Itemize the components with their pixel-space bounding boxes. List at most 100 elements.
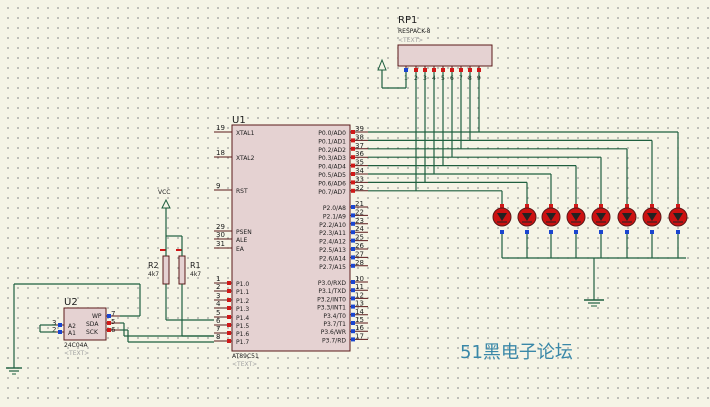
- r1-body: [178, 255, 186, 285]
- rp1-pin-marker: [441, 68, 445, 72]
- u1-pin-marker: [351, 296, 355, 301]
- u1-pin-num-28: 28: [355, 259, 364, 267]
- rp1-pin-marker: [450, 68, 454, 72]
- u1-pin-marker: [227, 298, 231, 302]
- led-pin-cathode: [599, 230, 603, 234]
- u1-pin-name-36: P0.3/AD3: [318, 155, 346, 162]
- u1-pin-num-5: 5: [216, 309, 220, 317]
- vcc-symbol: VCC: [158, 189, 182, 237]
- u1-pin-name-38: P0.1/AD1: [318, 138, 346, 145]
- u1-pin-num-15: 15: [355, 316, 364, 324]
- u1-pin-name-26: P2.5/A13: [319, 247, 346, 254]
- u1-pin-num-38: 38: [355, 133, 364, 141]
- u2-ref-label: U2: [64, 297, 78, 308]
- u1-pin-marker: [351, 130, 355, 134]
- u1-ref-label: U1: [232, 115, 246, 126]
- u1-pin-marker: [351, 263, 355, 268]
- u1-pin-num-12: 12: [355, 291, 364, 299]
- u1-pin-marker: [351, 138, 355, 143]
- u1-pin-marker: [227, 339, 231, 343]
- p0-bus-wires: [368, 72, 679, 206]
- led-3[interactable]: [541, 204, 561, 258]
- led-pin-cathode: [549, 230, 553, 234]
- led-6[interactable]: [617, 204, 637, 258]
- led-pin-anode: [625, 204, 629, 208]
- u1-pin-marker: [351, 321, 355, 325]
- u2-pin-name-sck: SCK: [86, 329, 99, 336]
- u1-pin-name-11: P3.1/TXD: [318, 288, 346, 295]
- u2-pin-name-a1: A1: [68, 330, 76, 337]
- rp1-body: [397, 44, 493, 67]
- led-pin-anode: [574, 204, 578, 208]
- u1-microcontroller[interactable]: U1 AT89C51 <TEXT> 19XTAL118XTAL29RST29PS…: [214, 115, 368, 368]
- u1-pin-num-30: 30: [216, 231, 225, 239]
- u1-part-label: AT89C51: [232, 353, 259, 360]
- rp1-pin-marker: [468, 68, 472, 72]
- u1-pin-marker: [351, 304, 355, 309]
- u1-pin-num-2: 2: [216, 283, 220, 291]
- u2-text-placeholder: <TEXT>: [64, 350, 89, 357]
- u1-pin-marker: [227, 331, 231, 335]
- u1-pin-num-4: 4: [216, 300, 221, 308]
- r2-resistor[interactable]: R2 4k7: [148, 236, 170, 320]
- u1-pin-num-23: 23: [355, 217, 364, 225]
- u1-pin-num-9: 9: [216, 182, 220, 190]
- led-5[interactable]: [591, 204, 611, 258]
- r2-ref-label: R2: [148, 261, 159, 270]
- u1-pin-name-23: P2.2/A10: [319, 222, 346, 229]
- u2-eeprom[interactable]: U2 24C04A <TEXT> A2 A1 3 2 WP SDA SCK 7 …: [52, 297, 120, 357]
- u1-pin-num-11: 11: [355, 283, 364, 291]
- u1-pin-num-17: 17: [355, 332, 364, 340]
- u1-pin-num-13: 13: [355, 300, 364, 308]
- led-diode-icon: [673, 213, 683, 221]
- u1-pin-num-14: 14: [355, 308, 364, 316]
- u1-pin-marker: [227, 323, 231, 327]
- u1-pin-marker: [351, 213, 355, 218]
- u1-pin-num-26: 26: [355, 242, 364, 250]
- u1-pin-marker: [351, 205, 355, 209]
- u1-pin-name-27: P2.6/A14: [319, 255, 346, 262]
- led-pin-cathode: [676, 230, 680, 234]
- u1-text-placeholder: <TEXT>: [232, 361, 257, 368]
- u1-pin-name-39: P0.0/AD0: [318, 130, 346, 137]
- u2-pin-num-7: 7: [111, 310, 115, 318]
- led-diode-icon: [647, 213, 657, 221]
- led-8[interactable]: [668, 204, 688, 258]
- u2-pin-name-wp: WP: [92, 313, 102, 320]
- u1-body: [231, 124, 351, 352]
- u1-pin-name-14: P3.4/T0: [323, 313, 346, 320]
- u2-pin-name-sda: SDA: [86, 321, 99, 328]
- led-4[interactable]: [566, 204, 586, 258]
- rp1-vcc-arrow: [377, 58, 407, 89]
- u1-pin-name-34: P0.5/AD5: [318, 172, 346, 179]
- u1-left-pins: 19XTAL118XTAL29RST29PSEN30ALE31EA1P1.02P…: [214, 124, 255, 346]
- led-1[interactable]: [492, 204, 512, 258]
- rp1-text-placeholder: <TEXT>: [398, 37, 423, 44]
- r2-body: [162, 255, 170, 285]
- u1-pin-name-24: P2.3/A11: [319, 230, 346, 237]
- u1-pin-num-24: 24: [355, 225, 364, 233]
- u1-pin-name-31: EA: [236, 246, 245, 253]
- led-7[interactable]: [642, 204, 662, 258]
- rp1-pin-marker: [477, 68, 481, 72]
- u1-pin-name-7: P1.6: [236, 331, 249, 338]
- u1-pin-name-13: P3.3/INT1: [317, 305, 346, 312]
- led-diode-icon: [622, 213, 632, 221]
- u1-pin-marker: [351, 312, 355, 317]
- u1-pin-marker: [227, 306, 231, 310]
- r1-resistor[interactable]: R1 4k7: [176, 236, 201, 336]
- u1-pin-num-8: 8: [216, 333, 220, 341]
- u1-pin-num-37: 37: [355, 142, 364, 150]
- led-2[interactable]: [517, 204, 537, 258]
- u1-pin-name-15: P3.7/T1: [323, 321, 346, 328]
- u1-pin-marker: [351, 288, 355, 293]
- u2-body: [63, 307, 107, 341]
- u1-pin-name-25: P2.4/A12: [319, 239, 346, 246]
- u1-pin-num-27: 27: [355, 250, 364, 258]
- u1-pin-name-3: P1.2: [236, 298, 249, 305]
- u1-pin-marker: [227, 315, 231, 319]
- rp1-part-label: RESPACK-8: [398, 28, 431, 35]
- u1-pin-num-35: 35: [355, 159, 364, 167]
